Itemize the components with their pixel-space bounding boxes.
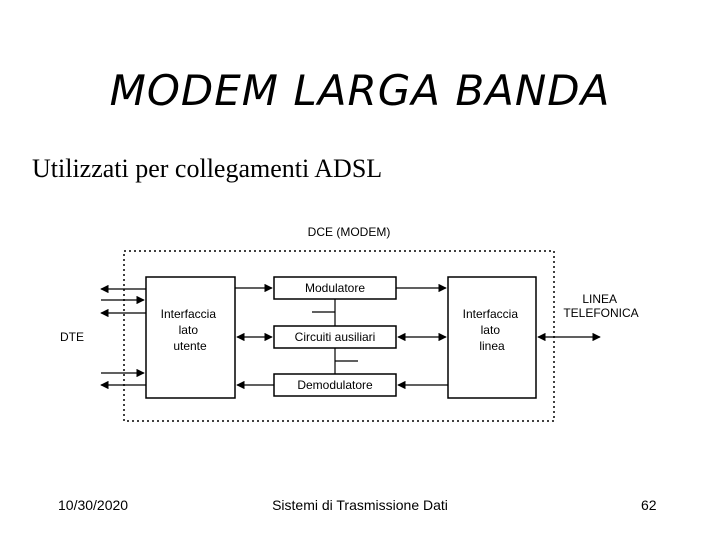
- line-interface-line-3: linea: [479, 339, 505, 353]
- user-interface-line-3: utente: [173, 339, 207, 353]
- footer-center-text: Sistemi di Trasmissione Dati: [272, 497, 448, 513]
- dce-label: DCE (MODEM): [308, 225, 391, 239]
- line-label-1: LINEA: [582, 292, 617, 306]
- footer-page-number: 62: [641, 497, 657, 513]
- modulator-label: Modulatore: [305, 281, 365, 295]
- line-label-2: TELEFONICA: [563, 306, 638, 320]
- line-interface-line-2: lato: [481, 323, 501, 337]
- user-interface-label: Interfaccia lato utente: [161, 307, 220, 353]
- dte-label: DTE: [60, 330, 84, 344]
- demodulator-label: Demodulatore: [297, 378, 373, 392]
- user-interface-block: [145, 276, 236, 399]
- slide-title: MODEM LARGA BANDA: [109, 66, 611, 115]
- line-interface-line-1: Interfaccia: [463, 307, 519, 321]
- aux-circuits-label: Circuiti ausiliari: [295, 330, 376, 344]
- line-interface-label: Interfaccia lato linea: [463, 307, 522, 353]
- line-label: LINEA TELEFONICA: [563, 292, 638, 320]
- user-interface-line-1: Interfaccia: [161, 307, 217, 321]
- user-interface-line-2: lato: [179, 323, 199, 337]
- line-interface-block: [447, 276, 537, 399]
- slide-subtitle: Utilizzati per collegamenti ADSL: [32, 154, 383, 183]
- footer-date: 10/30/2020: [58, 497, 129, 513]
